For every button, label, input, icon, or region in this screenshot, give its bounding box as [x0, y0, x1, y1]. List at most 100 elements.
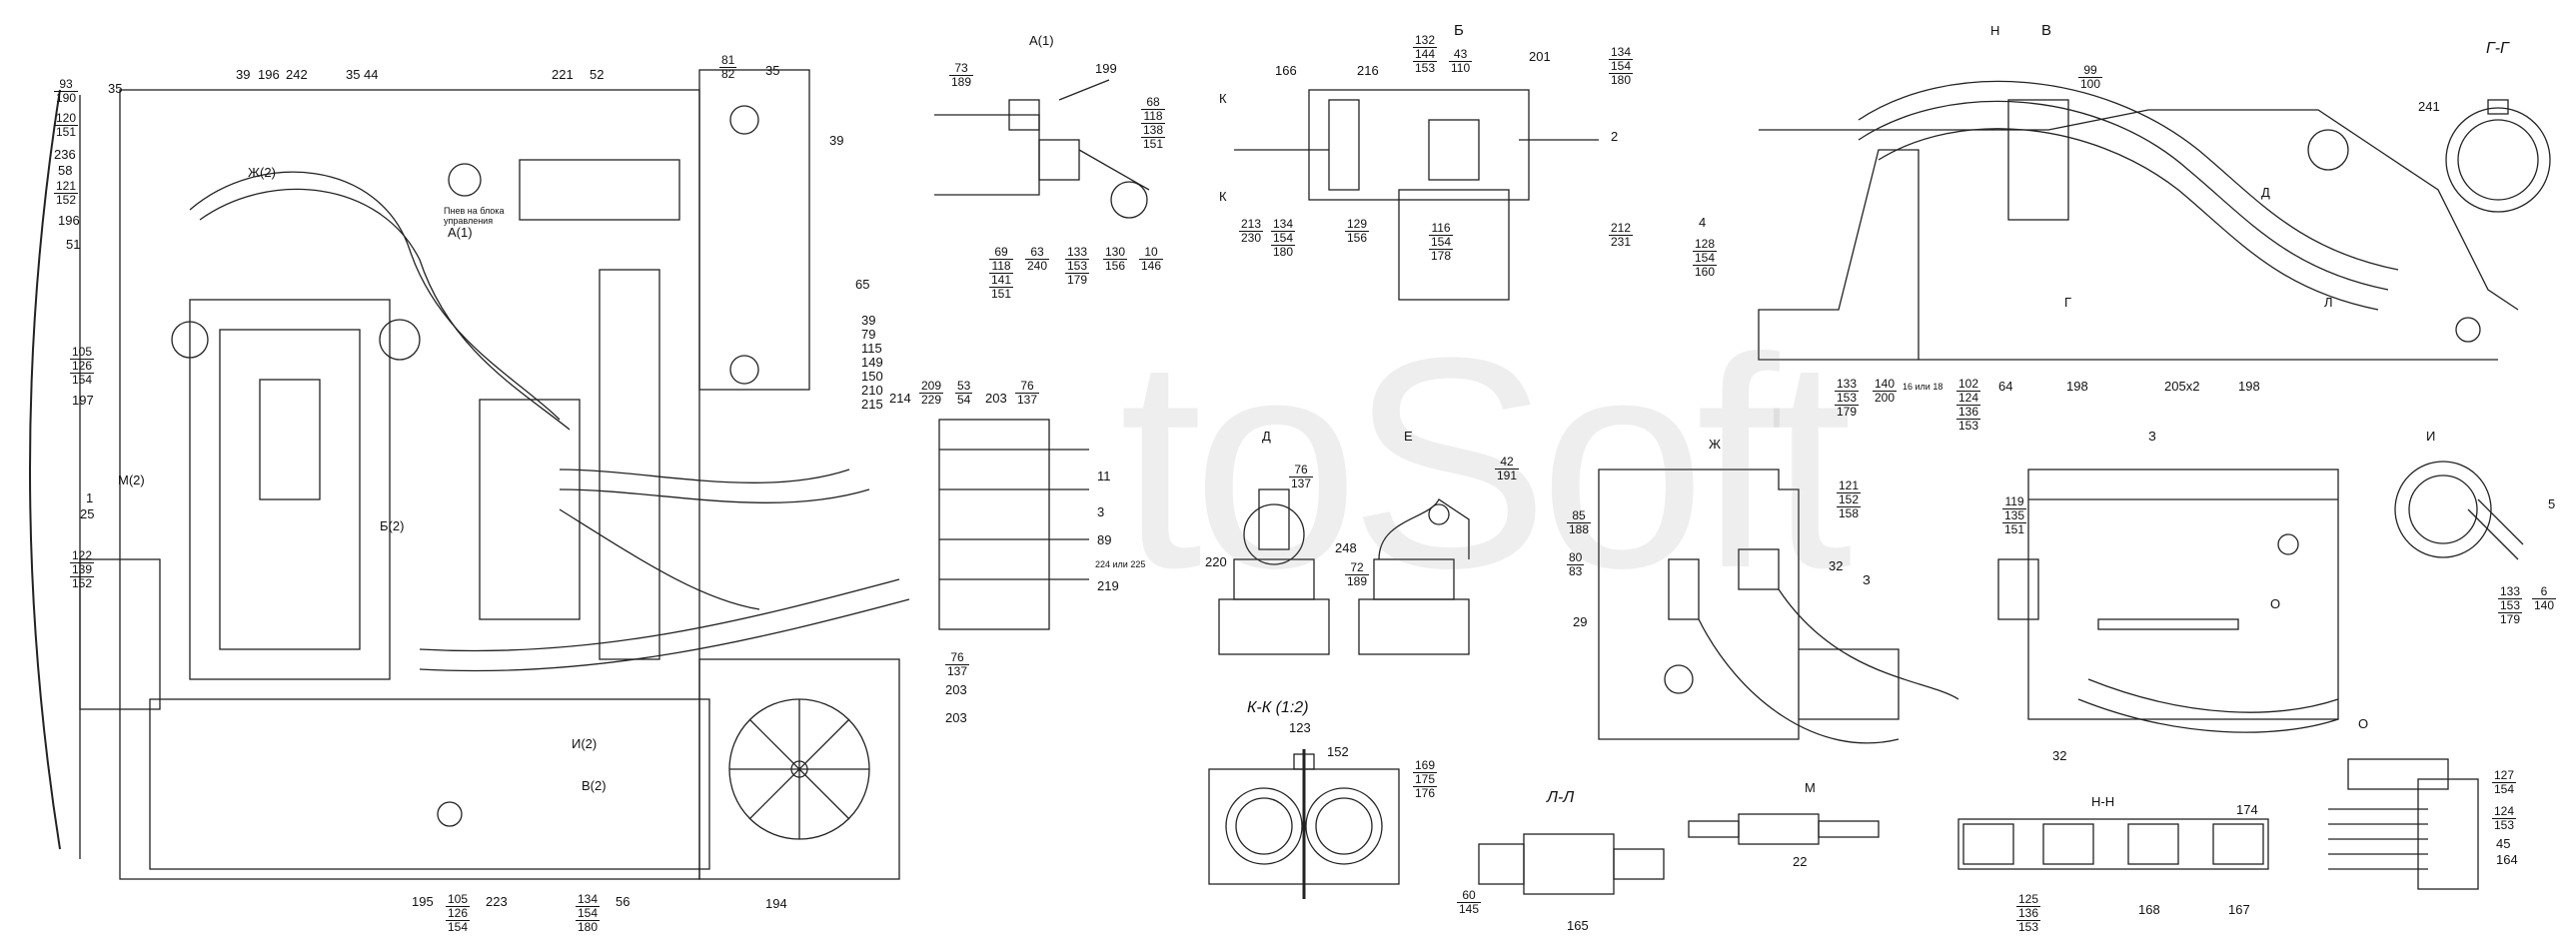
view-title-z: З	[2148, 429, 2156, 444]
view-b	[1234, 89, 1599, 301]
callout-203c: 203	[945, 710, 967, 725]
view-nn	[1957, 818, 2269, 870]
callout-79: 79	[861, 327, 876, 342]
main-assembly-view	[29, 69, 1089, 880]
callout-32-zh: 32	[1829, 558, 1844, 573]
callout-174: 174	[2236, 802, 2258, 817]
view-title-i: И	[2426, 429, 2436, 444]
view-v	[1758, 80, 2519, 361]
view-title-ll: Л-Л	[1547, 789, 1575, 806]
callout-242: 242	[286, 67, 308, 82]
callout-220: 220	[1205, 554, 1227, 569]
section-mark-k-top: К	[1219, 91, 1227, 106]
callout-210: 210	[861, 383, 883, 398]
callout-215: 215	[861, 397, 883, 412]
view-title-a1: А(1)	[1029, 33, 1054, 48]
view-kk	[1208, 749, 1400, 899]
view-d	[1218, 488, 1330, 655]
callout-5: 5	[2548, 496, 2556, 511]
callout-165: 165	[1567, 918, 1589, 933]
callout-25: 25	[80, 506, 95, 521]
callout-a1: А(1)	[448, 225, 473, 240]
callout-35c: 35	[765, 63, 780, 78]
callout-22: 22	[1793, 854, 1808, 869]
callout-150: 150	[861, 369, 883, 384]
view-title-m: М	[1805, 780, 1816, 795]
callout-11: 11	[1097, 469, 1111, 483]
callout-149: 149	[861, 355, 883, 370]
section-mark-n: Н	[1990, 23, 2000, 38]
section-mark-o: О	[2270, 596, 2281, 611]
callout-89: 89	[1097, 532, 1112, 547]
view-m	[1688, 813, 1880, 845]
callout-198a: 198	[2066, 379, 2088, 394]
callout-zh2: Ж(2)	[248, 165, 276, 180]
view-a1	[934, 79, 1150, 219]
callout-241: 241	[2418, 99, 2440, 114]
callout-39c: 39	[861, 313, 876, 328]
callout-m2: М(2)	[118, 473, 145, 487]
callout-2: 2	[1611, 129, 1619, 144]
callout-203: 203	[985, 391, 1007, 406]
callout-195: 195	[412, 894, 434, 909]
callout-248: 248	[1335, 540, 1357, 555]
view-title-b: Б	[1454, 22, 1464, 39]
callout-152: 152	[1327, 744, 1349, 759]
callout-194: 194	[765, 896, 787, 911]
callout-v2: В(2)	[582, 778, 607, 793]
callout-223: 223	[486, 894, 508, 909]
view-o	[2328, 758, 2479, 890]
callout-201: 201	[1529, 49, 1551, 64]
callout-32-z: 32	[2052, 748, 2067, 763]
callout-58: 58	[58, 163, 73, 178]
callout-64: 64	[1998, 379, 2013, 394]
callout-164: 164	[2496, 852, 2518, 867]
callout-56: 56	[616, 894, 631, 909]
callout-221: 221	[552, 67, 574, 82]
view-title-gg: Г-Г	[2486, 40, 2509, 57]
callout-196b: 196	[258, 67, 280, 82]
callout-168: 168	[2138, 902, 2160, 917]
callout-4: 4	[1699, 215, 1707, 230]
view-title-v: В	[2041, 22, 2052, 39]
callout-35b: 35	[346, 67, 361, 82]
callout-123: 123	[1289, 720, 1311, 735]
callout-35: 35	[108, 81, 123, 96]
callout-214: 214	[889, 391, 911, 406]
watermark: toSoft	[1119, 295, 1853, 630]
view-gg	[2445, 99, 2551, 213]
view-title-o: О	[2358, 716, 2369, 731]
callout-115: 115	[861, 341, 882, 356]
